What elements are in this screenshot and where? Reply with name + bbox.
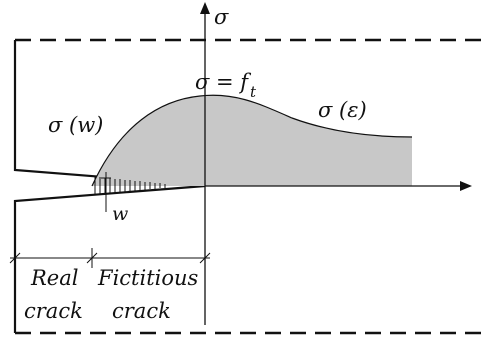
fictitious-crack-label-line2: crack: [112, 299, 171, 323]
real-crack-label-line2: crack: [24, 299, 83, 323]
stress-axis-label: σ: [214, 5, 229, 29]
crack-opening-label: w: [112, 203, 128, 225]
peak-stress-subscript: t: [250, 83, 257, 101]
fictitious-crack-label-line1: Fictitious: [97, 266, 199, 290]
specimen-left-edge-lower: [13, 184, 206, 333]
stress-distribution-area: [92, 95, 412, 186]
zone-tick-left: [9, 252, 21, 264]
crack-opening-hatching: [94, 177, 166, 195]
zone-tick-right: [199, 252, 211, 264]
real-crack-label-line1: Real: [30, 266, 78, 290]
stress-curve: [91, 94, 413, 187]
zone-tick-middle: [86, 252, 98, 264]
softening-curve-label: σ (w): [48, 113, 103, 137]
bulk-stress-label: σ (ε): [318, 98, 367, 122]
peak-stress-label: σ = f: [195, 70, 251, 94]
